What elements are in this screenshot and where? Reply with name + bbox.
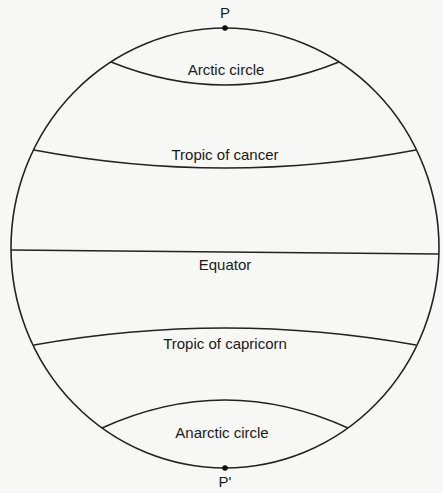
latitude-label: Anarctic circle (175, 425, 268, 442)
latitude-label: Tropic of capricorn (163, 336, 287, 353)
latitude-label: Arctic circle (188, 62, 265, 79)
globe-outline (11, 28, 439, 468)
pole-label: P (220, 5, 230, 22)
latitude-label: Tropic of cancer (172, 147, 279, 164)
pole-dot (222, 25, 228, 31)
latitude-label: Equator (199, 257, 252, 274)
pole-label: P' (219, 474, 232, 491)
equator-line (11, 250, 439, 254)
pole-dot (222, 465, 228, 471)
arctic-circle-line (111, 62, 339, 85)
